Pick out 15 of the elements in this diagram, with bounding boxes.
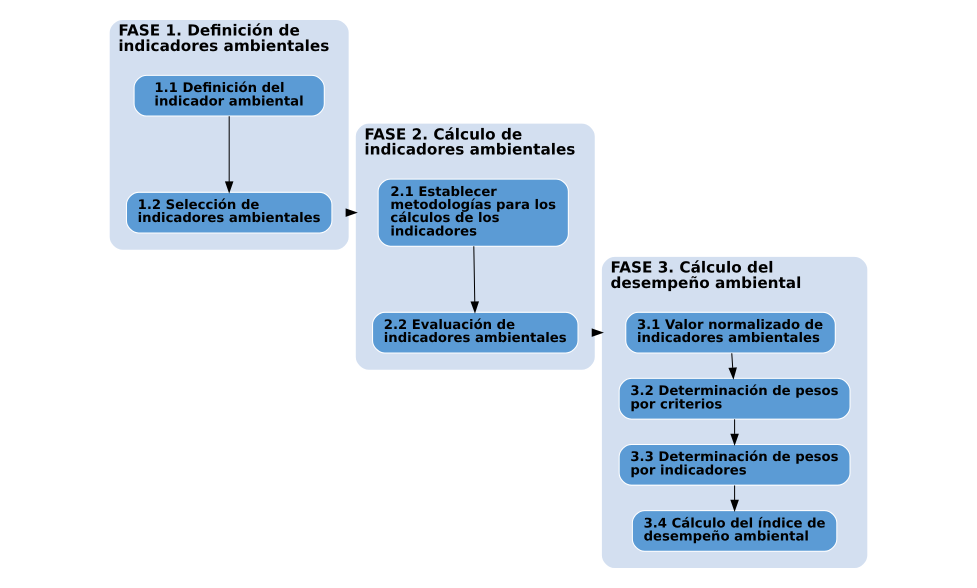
arrow (592, 328, 604, 337)
node-box: 3.1 Valor normalizado de indicadores ambientales (625, 312, 836, 354)
node-box: 3.3 Determinación de pesos por indicadores (618, 444, 851, 486)
node-box: 3.2 Determinación de pesos por criterios (618, 378, 851, 420)
node-box: 1.2 Selección de indicadores ambientales (126, 192, 332, 234)
node-box: 2.2 Evaluación de indicadores ambientales (372, 312, 578, 354)
arrow (730, 419, 739, 446)
node-box: 2.1 Establecer metodologías para los cálculos de los indicadores (378, 178, 569, 247)
arrow (470, 246, 480, 314)
arrow (224, 116, 234, 194)
arrow (728, 353, 737, 380)
arrow (346, 208, 358, 217)
node-box: 3.4 Cálculo del índice de desempeño ambiental (632, 510, 838, 552)
arrow (730, 485, 739, 512)
node-box: 1.1 Definición del indicador ambiental (134, 74, 325, 117)
